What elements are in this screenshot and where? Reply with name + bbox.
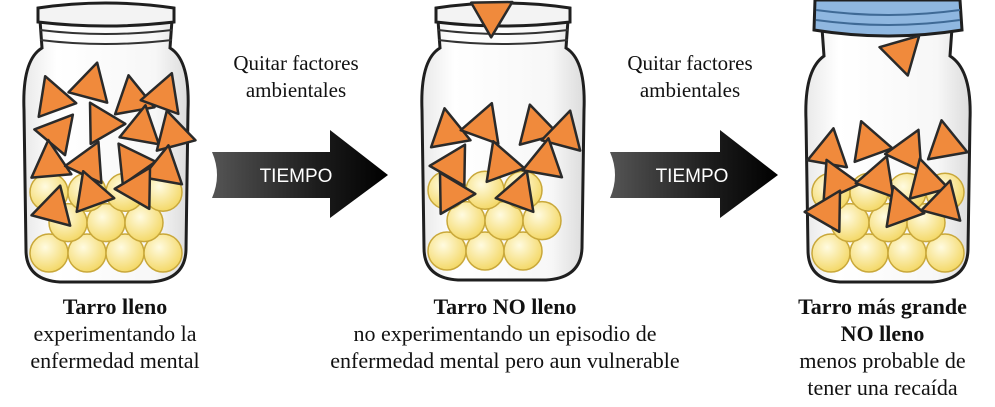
caption-1-line-1: experimentando la <box>33 321 197 346</box>
caption-2-title: Tarro NO lleno <box>433 294 577 319</box>
triangles-jar-3 <box>803 34 969 234</box>
caption-3-title-2: NO lleno <box>840 321 925 346</box>
triangle <box>883 128 923 173</box>
triangle <box>37 74 78 119</box>
triangle <box>853 119 894 164</box>
jar-lid <box>812 0 964 38</box>
caption-2-line-1: no experimentando un episodio de <box>353 321 657 346</box>
caption-jar-3: Tarro más grande NO lleno menos probable… <box>770 293 995 401</box>
triangle <box>75 169 116 214</box>
transition-2-line-2: ambientales <box>639 78 741 102</box>
transition-2-line-1: Quitar factores <box>627 51 753 75</box>
triangle <box>494 169 535 214</box>
triangles-jar-1 <box>30 61 197 227</box>
arrow-label-2: TIEMPO <box>656 166 729 187</box>
caption-jar-1: Tarro lleno experimentando la enfermedad… <box>10 293 220 374</box>
triangle <box>521 137 564 179</box>
ball <box>143 233 183 273</box>
time-arrow-1: TIEMPO <box>212 130 388 218</box>
transition-label-2: Quitar factores ambientales <box>600 50 780 104</box>
jar-bigger <box>803 0 972 284</box>
triangle <box>438 171 477 216</box>
triangle <box>485 139 526 184</box>
caption-3-title-1: Tarro más grande <box>798 294 967 319</box>
caption-3-line-2: tener una recaída <box>807 375 958 400</box>
triangle <box>429 107 472 149</box>
triangle <box>30 138 73 179</box>
triangle <box>459 101 500 146</box>
time-arrow-2: TIEMPO <box>610 130 778 218</box>
triangle <box>30 184 72 227</box>
ball <box>503 231 543 271</box>
ball <box>925 233 965 273</box>
transition-1-line-1: Quitar factores <box>233 51 359 75</box>
triangle <box>920 179 962 222</box>
caption-3-line-1: menos probable de <box>799 348 966 373</box>
triangle <box>908 157 950 200</box>
triangle <box>469 0 514 39</box>
jar-full <box>22 1 197 284</box>
triangle <box>885 184 926 229</box>
triangles-jar-2 <box>428 0 582 216</box>
triangle <box>88 101 127 146</box>
caption-2-line-2: enfermedad mental pero aun vulnerable <box>330 348 680 373</box>
triangle <box>118 104 161 146</box>
transition-label-1: Quitar factores ambientales <box>206 50 386 104</box>
triangle <box>854 154 895 199</box>
triangle <box>540 109 582 152</box>
triangle <box>155 109 197 152</box>
caption-jar-2: Tarro NO lleno no experimentando un epis… <box>290 293 720 374</box>
triangle <box>141 144 184 186</box>
triangle <box>67 61 109 104</box>
transition-1-line-2: ambientales <box>245 78 347 102</box>
triangle <box>803 189 842 234</box>
triangle <box>926 119 969 161</box>
triangle <box>113 166 152 211</box>
caption-1-title: Tarro lleno <box>62 294 168 319</box>
arrow-label-1: TIEMPO <box>260 166 333 187</box>
caption-1-line-2: enfermedad mental <box>30 348 200 373</box>
triangle <box>878 34 921 77</box>
jar-not-full <box>420 0 586 282</box>
balls-jar-1 <box>29 172 183 273</box>
triangle <box>822 158 862 203</box>
triangle <box>139 71 180 116</box>
